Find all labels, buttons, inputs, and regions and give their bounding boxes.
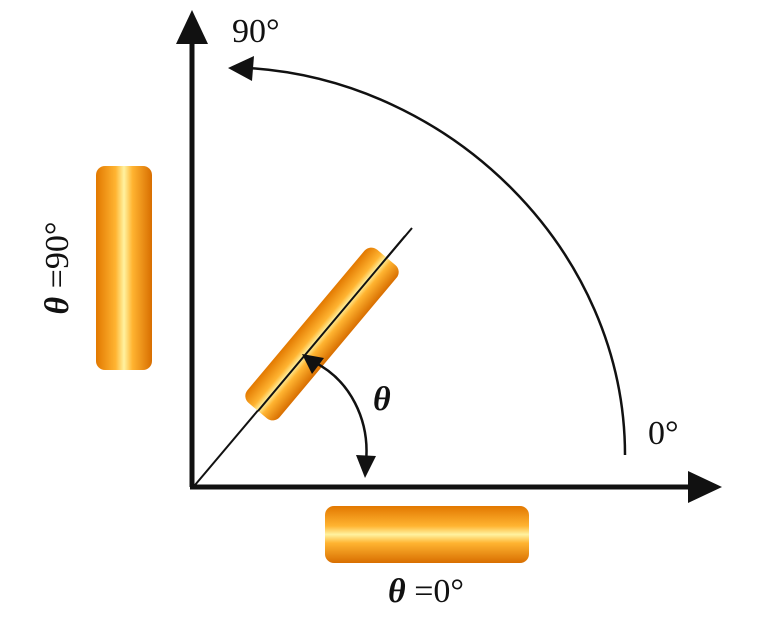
svg-text:θ =0°: θ =0° (388, 573, 464, 610)
svg-text:θ =90°: θ =90° (39, 222, 76, 315)
rotation-arc (228, 56, 627, 456)
label-theta: θ (373, 381, 391, 418)
x-axis-arrowhead (688, 471, 722, 503)
axes (176, 10, 722, 503)
horizontal-rod-theta-value: =0° (406, 573, 464, 610)
vertical-rod-theta-symbol: θ (39, 296, 76, 314)
theta-arc-arrowhead-bottom (356, 455, 376, 478)
label-0-degrees: 0° (648, 415, 679, 452)
rotation-arc-arrowhead (228, 56, 254, 81)
rod-axis-line-overlay (257, 235, 406, 412)
theta-arc-arrowhead-top (302, 354, 324, 374)
theta-arc (302, 354, 376, 478)
horizontal-rod (325, 506, 529, 563)
horizontal-rod-theta-symbol: θ (388, 573, 406, 610)
vertical-rod-theta-value: =90° (39, 222, 76, 297)
y-axis-arrowhead (176, 10, 208, 44)
label-90-degrees: 90° (232, 13, 280, 50)
vertical-rod (96, 166, 152, 370)
